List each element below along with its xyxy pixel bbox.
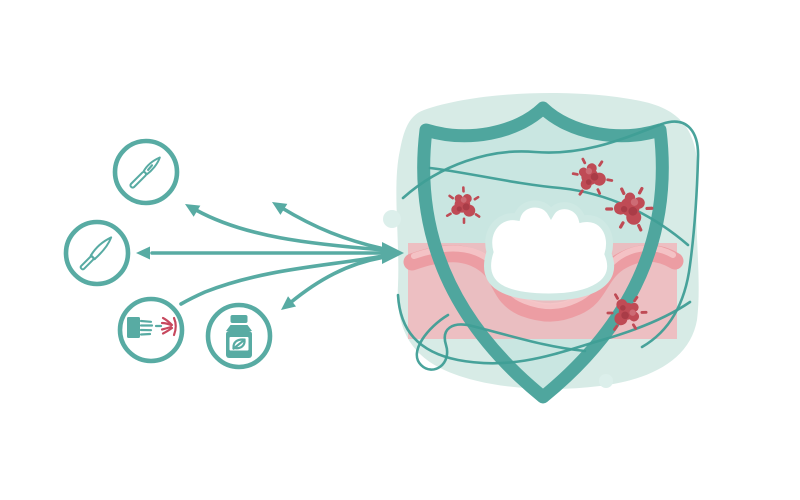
arrowhead-up-left bbox=[272, 202, 288, 215]
arrowhead-to-scalpel bbox=[185, 204, 201, 217]
arrow-line-to-scalpel bbox=[194, 208, 386, 252]
scalpel-circle bbox=[112, 138, 180, 206]
wound-rim bbox=[403, 244, 684, 322]
swirl-line-3 bbox=[396, 293, 692, 365]
medicine-bottle-icon bbox=[226, 315, 252, 358]
wound-rim-highlight bbox=[411, 245, 676, 310]
protection-shield bbox=[383, 92, 700, 404]
arrows bbox=[136, 202, 404, 310]
decor-dot-left bbox=[383, 210, 401, 228]
spray-icon bbox=[127, 316, 177, 338]
leaf-glyph bbox=[232, 338, 246, 350]
arrowhead-to-bottle bbox=[281, 296, 297, 310]
bottle-circle bbox=[205, 302, 273, 370]
arrow-line-up-left bbox=[280, 206, 386, 251]
swirl-line-2 bbox=[428, 166, 690, 247]
swirl-line-4 bbox=[415, 313, 587, 371]
decor-dot-bottom bbox=[599, 374, 613, 388]
scalpel-icon bbox=[129, 156, 161, 189]
wound-crater bbox=[484, 200, 615, 301]
shield-border bbox=[417, 101, 669, 404]
spray-circle bbox=[117, 296, 185, 364]
arrowhead-to-knife bbox=[136, 246, 150, 260]
knife-circle bbox=[63, 219, 131, 287]
arrowhead-to-shield bbox=[382, 242, 404, 264]
swirl-line-1 bbox=[401, 120, 700, 349]
line-from-spray bbox=[179, 254, 385, 306]
knife-icon bbox=[79, 236, 113, 271]
spray-burst bbox=[160, 316, 177, 337]
treatment-options bbox=[63, 138, 273, 370]
